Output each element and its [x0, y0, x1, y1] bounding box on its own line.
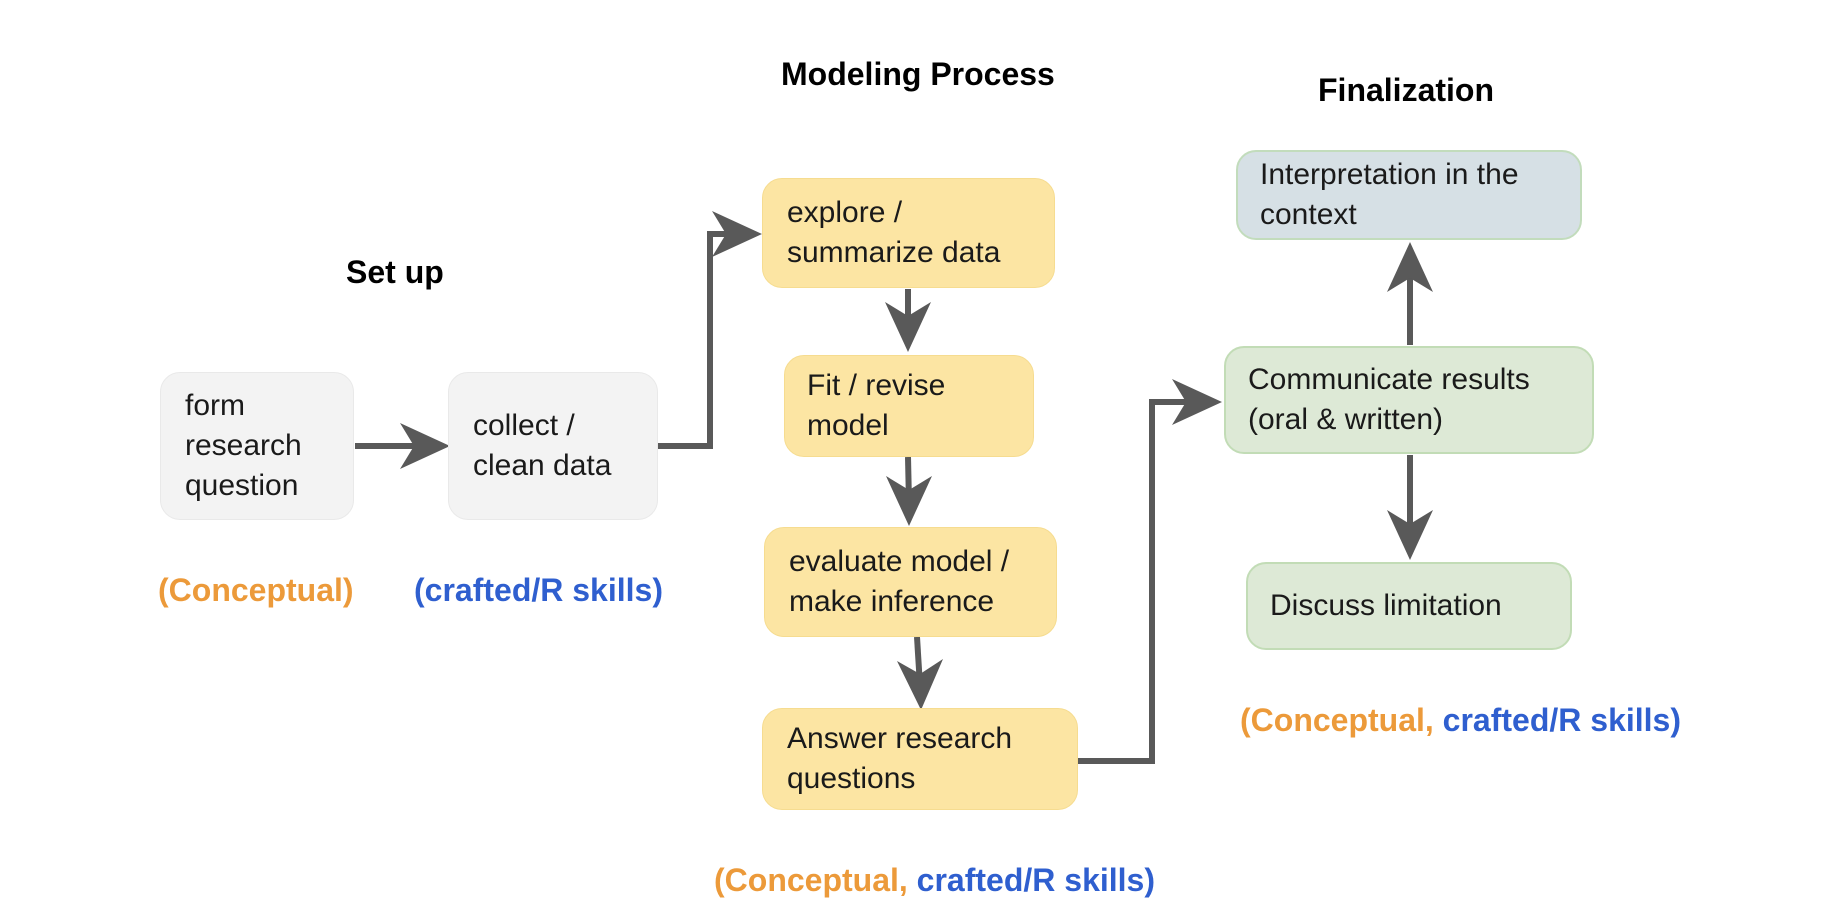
box-explore-summarize: explore / summarize data — [762, 178, 1055, 288]
box-line: summarize data — [787, 236, 1001, 269]
box-line: clean data — [473, 449, 612, 482]
box-fit-revise-model: Fit / revise model — [784, 355, 1034, 457]
arrowhead-limitation — [1387, 510, 1433, 560]
skill-crafted: crafted/R skills) — [1442, 702, 1681, 738]
box-line: Discuss limitation — [1270, 589, 1502, 622]
arrowhead-interpretation — [1387, 242, 1433, 292]
box-discuss-limitation: Discuss limitation — [1246, 562, 1572, 650]
arrowhead-collect — [400, 423, 450, 469]
skill-label-finalization: (Conceptual, crafted/R skills) — [1240, 702, 1681, 739]
skill-label-crafted: (crafted/R skills) — [414, 572, 663, 608]
heading-finalization: Finalization — [1318, 72, 1494, 108]
skill-conceptual: (Conceptual, — [1240, 702, 1443, 738]
arrowhead-answer — [897, 659, 943, 710]
arrow-collect-to-explore — [658, 231, 750, 449]
box-line: evaluate model / — [789, 545, 1010, 578]
arrowhead-evaluate — [886, 476, 932, 526]
box-collect-clean-data: collect / clean data — [448, 372, 658, 520]
skill-conceptual: (Conceptual, — [714, 862, 917, 898]
box-line: Interpretation in the — [1260, 158, 1519, 191]
arrow-answer-to-communicate — [1078, 399, 1208, 764]
box-line: explore / — [787, 196, 903, 229]
box-evaluate-model: evaluate model / make inference — [764, 527, 1057, 637]
box-line: (oral & written) — [1248, 403, 1444, 436]
heading-modeling-process: Modeling Process — [781, 56, 1055, 92]
box-line: Answer research — [787, 722, 1013, 755]
skill-label-conceptual: (Conceptual) — [158, 572, 354, 608]
box-line: research — [185, 429, 302, 462]
box-line: questions — [787, 762, 916, 795]
skill-label-modeling: (Conceptual, crafted/R skills) — [714, 862, 1155, 899]
arrowhead-fit — [885, 302, 931, 352]
box-line: question — [185, 469, 299, 502]
heading-setup: Set up — [346, 254, 444, 290]
box-communicate-results: Communicate results (oral & written) — [1224, 346, 1594, 454]
box-line: collect / — [473, 409, 575, 442]
box-line: context — [1260, 198, 1357, 231]
skill-crafted: crafted/R skills) — [916, 862, 1155, 898]
arrowhead-explore — [712, 211, 762, 257]
box-answer-research-questions: Answer research questions — [762, 708, 1078, 810]
box-line: model — [807, 409, 889, 442]
box-line: form — [185, 389, 245, 422]
box-line: Fit / revise — [807, 369, 946, 402]
box-line: make inference — [789, 585, 995, 618]
box-form-research-question: form research question — [160, 372, 354, 520]
box-line: Communicate results — [1248, 363, 1530, 396]
arrowhead-communicate — [1172, 379, 1222, 425]
box-interpretation-in-context: Interpretation in the context — [1236, 150, 1582, 240]
